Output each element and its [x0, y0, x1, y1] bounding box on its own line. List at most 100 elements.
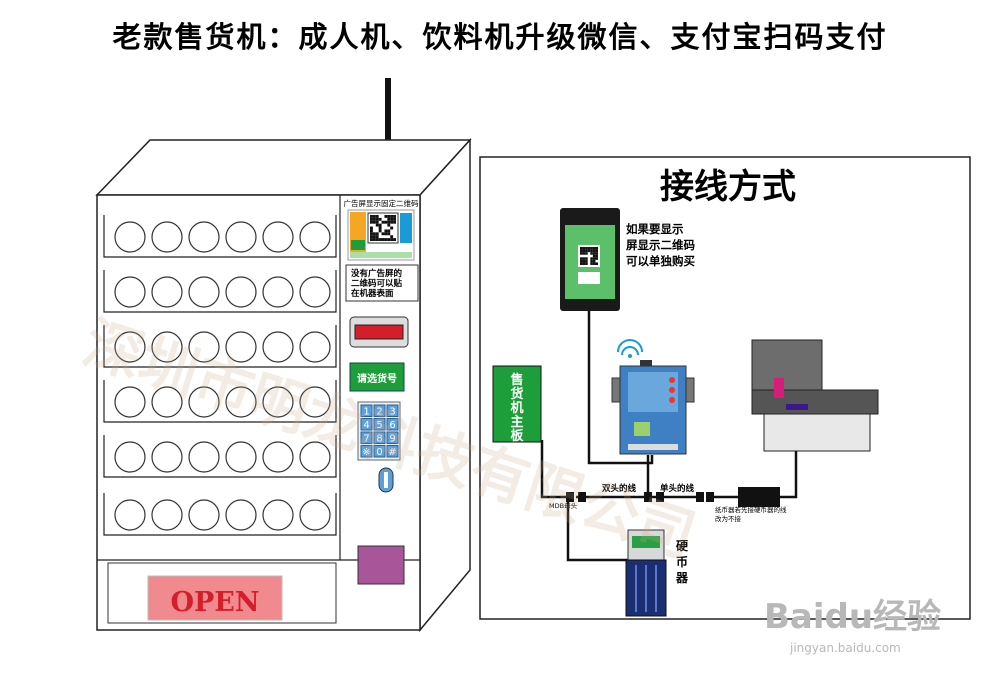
- keypad-key-label: 4: [363, 420, 369, 431]
- keypad-key: [373, 404, 386, 417]
- open-sign: [147, 575, 283, 621]
- machine-top: [95, 139, 472, 196]
- single-cable-label: 单头的线: [660, 483, 695, 494]
- keypad-key-label: 6: [389, 420, 395, 431]
- product-slot: [114, 221, 146, 253]
- coin-mechanism: [625, 529, 667, 617]
- shelf-row: [103, 325, 337, 368]
- product-slot: [225, 441, 257, 473]
- product-slot: [151, 386, 183, 418]
- qr-note-line: 在机器表面: [351, 288, 394, 299]
- product-slot: [262, 441, 294, 473]
- qr-pattern: [370, 215, 396, 241]
- shelf-row: [103, 493, 337, 536]
- keypad-key-label: 1: [363, 407, 369, 418]
- coin-label-char: 币: [676, 555, 688, 569]
- mainboard-label-char: 板: [510, 428, 524, 444]
- product-slot: [299, 331, 331, 363]
- coin-return-door: [357, 545, 405, 585]
- keypad-key-label: 2: [376, 407, 382, 418]
- keypad-key: [386, 445, 399, 458]
- product-slot: [225, 276, 257, 308]
- keypad-key-label: 8: [376, 434, 382, 445]
- bill-adapter: [738, 487, 780, 507]
- product-slot: [151, 331, 183, 363]
- mainboard-label-char: 主: [510, 414, 523, 430]
- mainboard-label-char: 货: [510, 386, 523, 402]
- mainboard-wire: [540, 440, 570, 499]
- mainboard-label-char: 售: [510, 372, 523, 388]
- mainboard-label-char: 机: [510, 400, 523, 416]
- product-slot: [114, 499, 146, 531]
- vending-mainboard: [492, 365, 542, 443]
- product-slot: [299, 386, 331, 418]
- product-slot: [151, 441, 183, 473]
- select-label: 请选货号: [357, 372, 397, 385]
- shelf-row: [103, 270, 337, 313]
- bill-validator: [751, 339, 879, 452]
- product-slot: [299, 499, 331, 531]
- bill-slot: [354, 324, 404, 340]
- screen-note-line: 可以单独购买: [626, 254, 695, 268]
- keypad-key: [386, 418, 399, 431]
- connectors: [566, 492, 714, 502]
- product-slot: [114, 386, 146, 418]
- ad-screen-label: 广告屏显示固定二维码: [344, 198, 419, 208]
- machine-side: [419, 138, 471, 633]
- product-slot: [262, 221, 294, 253]
- wiring-frame: [479, 156, 971, 620]
- bill-indicator: [774, 378, 784, 398]
- product-slot: [262, 499, 294, 531]
- keypad-key-label: 9: [389, 434, 395, 445]
- shelf-row: [103, 380, 337, 423]
- keypad-key: [360, 404, 373, 417]
- product-slot: [114, 331, 146, 363]
- keypad-key-label: 0: [376, 447, 382, 458]
- product-slot: [299, 221, 331, 253]
- product-slot: [299, 441, 331, 473]
- coin-label-char: 器: [675, 571, 689, 585]
- select-button: [349, 362, 405, 392]
- product-slot: [188, 276, 220, 308]
- bill-note-line: 纸币器若先接硬币器的线: [715, 505, 787, 514]
- product-slot: [188, 386, 220, 418]
- product-slot: [262, 386, 294, 418]
- product-slot: [225, 386, 257, 418]
- keypad-key: [360, 445, 373, 458]
- page-title: 老款售货机：成人机、饮料机升级微信、支付宝扫码支付: [112, 20, 888, 54]
- keypad-key: [386, 404, 399, 417]
- mdb-female-label: MDB母头: [549, 501, 578, 510]
- product-slot: [114, 276, 146, 308]
- product-slot: [262, 331, 294, 363]
- mdb-connector: [566, 492, 574, 502]
- qr-pattern: [580, 247, 598, 265]
- product-slot: [151, 276, 183, 308]
- shelf-row: [103, 435, 337, 478]
- keypad-key-label: 7: [363, 434, 369, 445]
- open-text: OPEN: [170, 587, 259, 618]
- product-slot: [225, 221, 257, 253]
- product-slot: [188, 441, 220, 473]
- qr-note-line: 没有广告屏的: [351, 268, 403, 279]
- double-cable-label: 双头的线: [602, 483, 637, 494]
- product-slot: [188, 331, 220, 363]
- baidu-watermark: Baidu经验: [764, 597, 941, 637]
- keypad-key-label: #: [388, 447, 396, 458]
- product-slot: [262, 276, 294, 308]
- screen-note-line: 屏显示二维码: [626, 238, 695, 252]
- product-slot: [225, 331, 257, 363]
- baidu-url: jingyan.baidu.com: [789, 641, 901, 655]
- wiring-title: 接线方式: [660, 167, 796, 207]
- coin-wire: [566, 502, 628, 562]
- keypad-key: [373, 431, 386, 444]
- product-slot: [225, 499, 257, 531]
- keypad-key-label: 3: [389, 407, 395, 418]
- keypad-key: [360, 431, 373, 444]
- product-shelves: [103, 215, 337, 536]
- coin-label-char: 硬: [676, 539, 689, 553]
- screen-note-line: 如果要显示: [626, 222, 684, 236]
- product-slot: [114, 441, 146, 473]
